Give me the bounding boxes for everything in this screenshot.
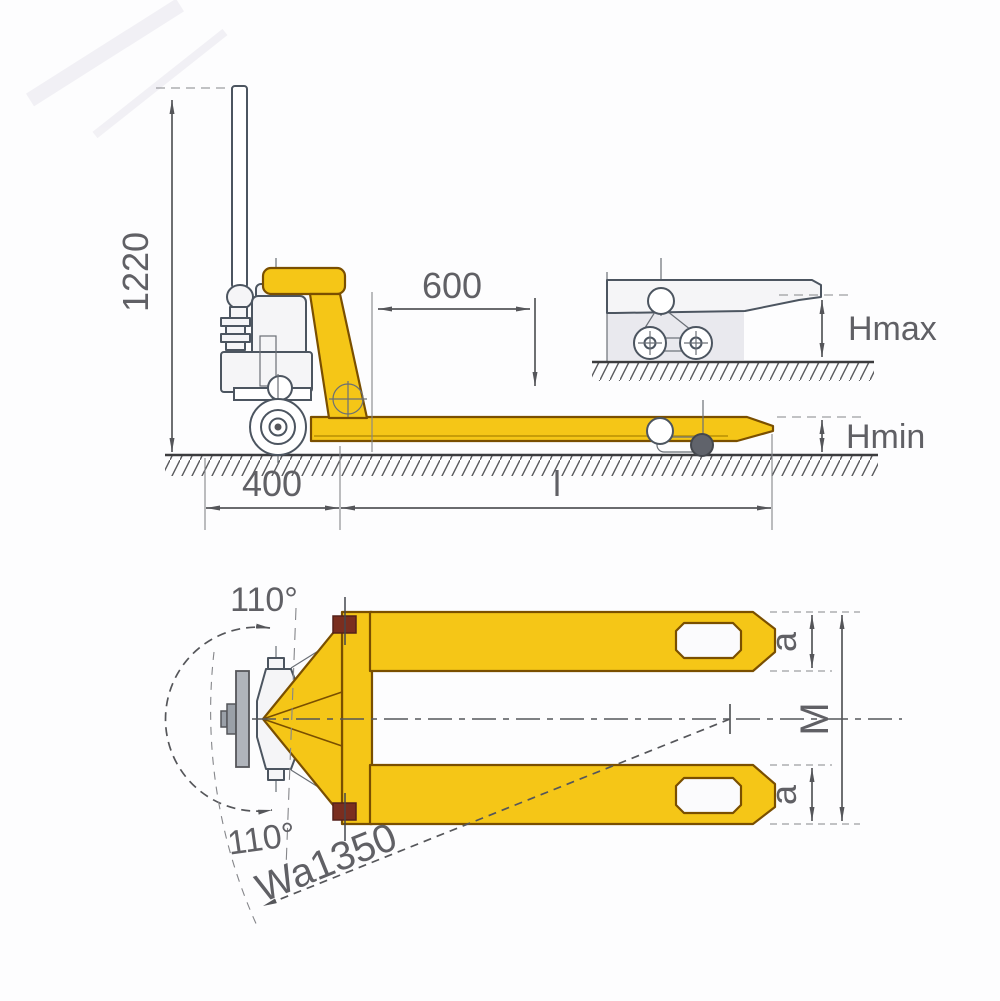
roller-wheel <box>690 433 714 457</box>
dimension-1220: 1220 <box>115 87 240 452</box>
steering-pivot <box>267 375 293 401</box>
dimension-hmin-label: Hmin <box>846 418 925 456</box>
exit-roller <box>646 400 714 457</box>
tandem-rollers <box>633 326 713 360</box>
mast-frame-side <box>261 258 369 420</box>
dimension-l-label: l <box>553 463 561 504</box>
detail-ground-hatching <box>592 362 874 381</box>
chassis-and-forks-plan <box>261 610 777 826</box>
fork-bottom-plan <box>368 763 777 826</box>
side-view: 1220 <box>115 85 937 530</box>
dimension-400-l: 400 l <box>204 434 773 530</box>
dimension-hmin: Hmin <box>777 416 925 456</box>
tiller-handle-side <box>226 85 254 320</box>
dimension-400-label: 400 <box>242 463 302 504</box>
ground-hatching <box>165 455 878 476</box>
dimension-hmax-label: Hmax <box>848 310 937 348</box>
raised-fork-detail-view <box>592 258 874 381</box>
angle-top-label: 110° <box>230 581 298 619</box>
dimension-hmax: Hmax <box>779 294 937 357</box>
overall-width-m-label: M <box>793 702 837 735</box>
dimension-600-label: 600 <box>422 265 482 306</box>
angle-bottom-label: 110° <box>225 816 297 863</box>
dimension-1220-label: 1220 <box>115 232 156 312</box>
fork-top-plan <box>368 610 777 673</box>
hydraulic-pump-side <box>220 283 313 401</box>
fork-width-a-top-label: a <box>763 631 804 652</box>
fork-width-a-bottom-label: a <box>763 784 804 805</box>
fork-bottom-cutout <box>674 776 743 815</box>
dimension-600: 600 <box>371 265 538 452</box>
steering-wheel-side <box>249 374 307 463</box>
dimension-a-m: a a M <box>763 611 860 825</box>
watermark-streaks <box>25 0 228 139</box>
axle-blocks <box>332 597 357 841</box>
fork-top-cutout <box>674 621 743 660</box>
tiller-handle-plan <box>220 670 250 768</box>
cross-plate <box>340 610 374 826</box>
axle-crosshair-mark <box>329 381 367 417</box>
steering-angle-annotation: 110° 110° <box>164 581 298 869</box>
plan-view: 110° 110° Wa1350 a a M <box>164 581 902 929</box>
